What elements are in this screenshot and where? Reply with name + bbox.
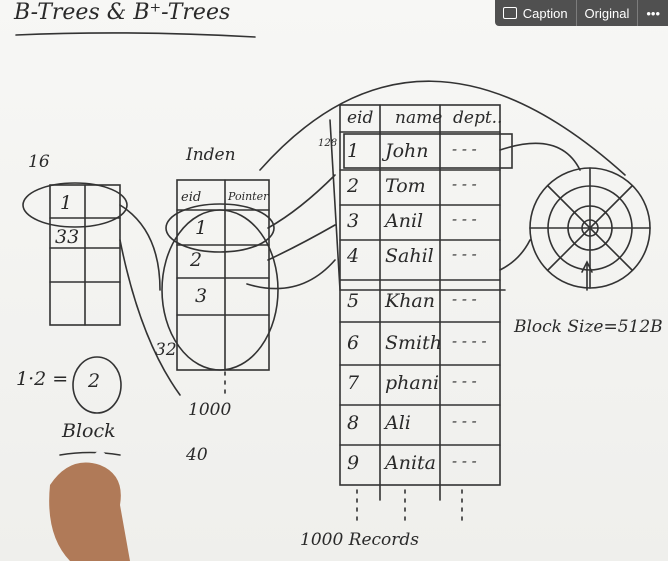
block-word: Block bbox=[62, 420, 116, 442]
record-dept: - - - bbox=[452, 140, 477, 158]
record-eid: 2 bbox=[347, 175, 360, 197]
video-controls: Caption Original ••• bbox=[494, 0, 668, 26]
record-eid: 7 bbox=[347, 372, 360, 394]
caption-icon bbox=[502, 7, 517, 19]
index-row-2: 2 bbox=[190, 249, 203, 271]
record-name: Anita bbox=[385, 452, 436, 474]
calc-result: 2 bbox=[88, 370, 101, 392]
record-name: John bbox=[385, 140, 429, 162]
record-name: Khan bbox=[385, 290, 435, 312]
record-dept: - - - bbox=[452, 245, 477, 263]
record-dept: - - - bbox=[452, 372, 477, 390]
index-row-3: 3 bbox=[195, 285, 208, 307]
records-footer: 1000 Records bbox=[300, 530, 420, 550]
block-count-label: 16 bbox=[28, 152, 50, 172]
original-button[interactable]: Original bbox=[575, 0, 638, 26]
record-eid: 1 bbox=[347, 140, 360, 162]
record-dept: - - - bbox=[452, 210, 477, 228]
bottom-count: 32 bbox=[155, 340, 177, 360]
records-header-name: name bbox=[395, 108, 443, 128]
record-marker: 128 bbox=[318, 138, 338, 149]
caption-button[interactable]: Caption bbox=[495, 0, 576, 26]
video-title: B-Trees & B⁺-Trees bbox=[14, 0, 231, 25]
records-header-eid: eid bbox=[347, 108, 374, 128]
index-blocks: 40 bbox=[186, 445, 208, 465]
calc-expression: 1·2 = bbox=[16, 368, 69, 390]
left-cell-1: 1 bbox=[60, 192, 73, 214]
record-name: phani bbox=[385, 372, 440, 394]
index-header-eid: eid bbox=[181, 190, 202, 205]
left-cell-2: 33 bbox=[55, 226, 80, 248]
record-eid: 5 bbox=[347, 290, 360, 312]
record-name: Sahil bbox=[385, 245, 434, 267]
more-options-icon[interactable]: ••• bbox=[637, 0, 668, 26]
record-name: Ali bbox=[385, 412, 411, 434]
index-header-pointer: Pointer bbox=[228, 190, 269, 203]
record-eid: 4 bbox=[347, 245, 360, 267]
record-dept: - - - bbox=[452, 452, 477, 470]
record-eid: 8 bbox=[347, 412, 360, 434]
record-dept: - - - bbox=[452, 290, 477, 308]
record-name: Tom bbox=[385, 175, 426, 197]
record-dept: - - - - bbox=[452, 332, 487, 350]
record-dept: - - - bbox=[452, 175, 477, 193]
presenter-hand bbox=[49, 451, 130, 561]
record-eid: 3 bbox=[347, 210, 360, 232]
index-label: Inden bbox=[186, 145, 236, 165]
record-name: Anil bbox=[385, 210, 424, 232]
record-dept: - - - bbox=[452, 412, 477, 430]
disk-label: Block Size=512B bbox=[514, 317, 663, 337]
record-eid: 6 bbox=[347, 332, 360, 354]
caption-label: Caption bbox=[522, 5, 568, 21]
index-row-1: 1 bbox=[195, 217, 208, 239]
index-count: 1000 bbox=[188, 400, 232, 420]
record-name: Smith bbox=[385, 332, 442, 354]
records-header-dept: dept.. bbox=[453, 108, 503, 128]
record-eid: 9 bbox=[347, 452, 360, 474]
